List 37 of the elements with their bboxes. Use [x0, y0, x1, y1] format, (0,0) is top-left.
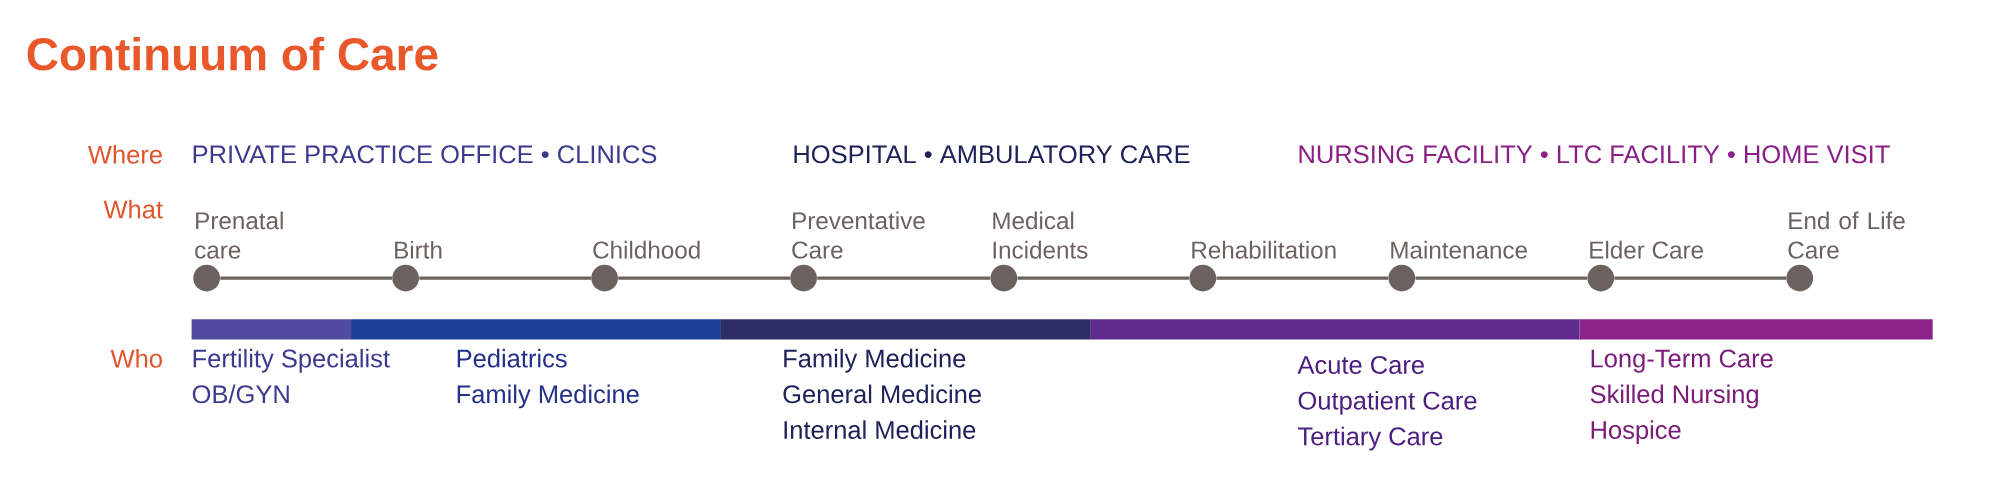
row-label: What [103, 200, 163, 219]
row-label: Who [110, 349, 162, 368]
stage-label: Rehabilitation [1192, 241, 1336, 259]
location-label: HOSPITAL • AMBULATORY CARE [794, 145, 1190, 164]
stage-label: Maintenance [1391, 241, 1527, 259]
stage-label: Prenatal care [195, 211, 283, 259]
timeline-line [1614, 276, 1787, 280]
timeline-line [618, 276, 790, 280]
timeline-line [1415, 276, 1588, 280]
provider-label: Pediatrics [457, 349, 567, 368]
timeline-line [1216, 276, 1389, 280]
stage-label: End of Life Care [1788, 211, 1905, 259]
provider-label: Outpatient Care [1298, 391, 1477, 415]
provider-label: OB/GYN [192, 384, 289, 404]
provider-label: Hospice [1591, 420, 1681, 445]
stage-label: Elder Care [1590, 241, 1703, 259]
stage-label: Childhood [593, 241, 700, 259]
provider-label: Family Medicine [784, 349, 966, 373]
location-label: NURSING FACILITY • LTC FACILITY • HOME VISIT [1299, 145, 1890, 164]
provider-label: General Medicine [783, 384, 981, 404]
stage-label: Preventative Care [792, 211, 925, 259]
timeline-line [220, 276, 392, 280]
provider-label: Family Medicine [457, 384, 639, 409]
stage-label: Birth [395, 241, 442, 259]
provider-label: Acute Care [1297, 356, 1424, 375]
timeline-line [1017, 276, 1190, 280]
location-label: PRIVATE PRACTICE OFFICE • CLINICS [193, 145, 657, 164]
provider-label: Internal Medicine [784, 420, 976, 440]
stage-label: Medical Incidents [993, 211, 1088, 259]
row-label: Where [88, 145, 162, 164]
provider-label: Skilled Nursing [1590, 384, 1758, 409]
title: Continuum of Care [27, 37, 438, 71]
provider-label: Long-Term Care [1591, 349, 1773, 373]
provider-label: Fertility Specialist [193, 349, 390, 373]
timeline-line [817, 276, 991, 280]
provider-label: Tertiary Care [1298, 426, 1443, 451]
timeline-line [419, 276, 591, 280]
